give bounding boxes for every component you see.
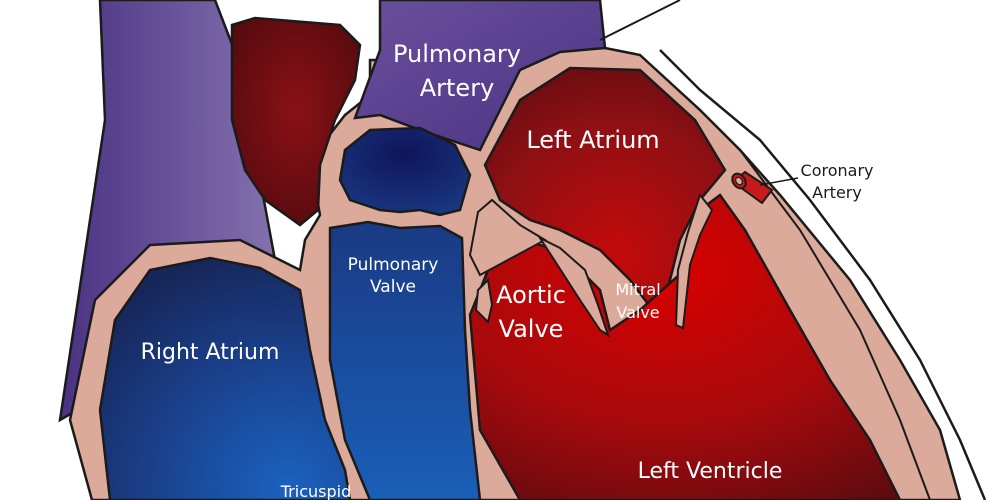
aortic-valve-label-line2: Valve xyxy=(499,315,564,343)
left-atrium xyxy=(483,66,727,323)
pulmonary-valve-label-line2: Valve xyxy=(370,277,416,297)
epicardium-outer-line xyxy=(659,49,987,500)
mitral-valve-label-line1: Mitral xyxy=(615,280,660,299)
left-atrium-label: Left Atrium xyxy=(526,126,659,154)
left-ventricle-label: Left Ventricle xyxy=(638,459,783,484)
pulmonary-artery-label-line1: Pulmonary xyxy=(393,40,521,68)
aortic-valve-label: Aortic Valve xyxy=(496,281,566,343)
mitral-valve-label: Mitral Valve xyxy=(615,280,660,322)
coronary-artery-label-line2: Artery xyxy=(812,183,862,202)
coronary-artery-vessel xyxy=(731,170,774,205)
aortic-valve-leaflet xyxy=(474,277,494,324)
pulmonary-artery-label: Pulmonary Artery xyxy=(393,40,521,102)
mitral-valve-label-line2: Valve xyxy=(616,303,659,322)
epicardium-inner-line xyxy=(739,149,931,500)
pulmonary-valve-bulb xyxy=(338,126,472,217)
mitral-valve-posterior-leaflet xyxy=(674,192,714,330)
coronary-artery-leader-line xyxy=(759,177,799,186)
right-atrium xyxy=(98,256,352,500)
coronary-artery-label: Coronary Artery xyxy=(801,161,874,202)
right-atrium-label: Right Atrium xyxy=(141,340,280,365)
pulmonary-valve-label-line1: Pulmonary xyxy=(348,255,439,275)
pulmonary-valve-label: Pulmonary Valve xyxy=(348,255,439,297)
epicardium-top-line xyxy=(599,0,681,41)
pulmonary-artery-label-line2: Artery xyxy=(420,74,495,102)
tricuspid-label: Tricuspid xyxy=(280,482,351,500)
right-ventricle-outflow xyxy=(328,220,482,500)
mitral-valve-anterior-leaflet xyxy=(537,235,610,338)
aortic-valve-label-line1: Aortic xyxy=(496,281,566,309)
aorta xyxy=(230,16,362,227)
pulmonary-artery xyxy=(353,0,607,152)
coronary-artery-label-line1: Coronary xyxy=(801,161,874,180)
